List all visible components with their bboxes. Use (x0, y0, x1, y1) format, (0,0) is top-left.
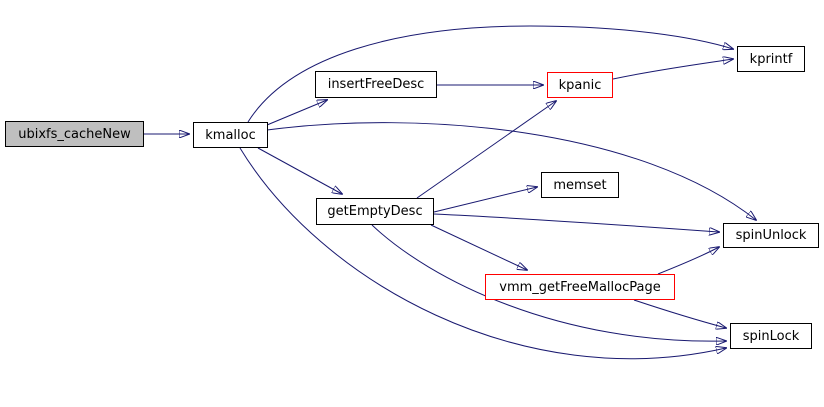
edge-kmalloc-to-spinlock (239, 147, 726, 360)
node-spinunlock[interactable]: spinUnlock (723, 223, 819, 248)
edge-getemptydesc-to-spinlock (371, 224, 726, 341)
edge-getemptydesc-to-spinunlock (433, 213, 719, 232)
node-getemptydesc[interactable]: getEmptyDesc (316, 198, 434, 225)
node-kprintf[interactable]: kprintf (737, 46, 805, 72)
edge-kmalloc-to-spinunlock (266, 122, 756, 220)
edge-kmalloc-to-kprintf (247, 25, 733, 123)
edge-vmm-getfreemallocpage-to-spinunlock (657, 247, 719, 275)
edge-getemptydesc-to-vmm-getfreemallocpage (430, 224, 527, 270)
node-spinlock[interactable]: spinLock (730, 323, 812, 349)
edge-kmalloc-to-getemptydesc (257, 147, 342, 194)
edge-getemptydesc-to-kpanic (416, 101, 556, 199)
node-kmalloc[interactable]: kmalloc (193, 122, 268, 148)
node-memset[interactable]: memset (541, 172, 619, 198)
edge-vmm-getfreemallocpage-to-spinlock (633, 299, 726, 328)
edge-getemptydesc-to-memset (433, 187, 537, 213)
edge-kpanic-to-kprintf (612, 59, 733, 80)
node-ubixfs-cachenew[interactable]: ubixfs_cacheNew (5, 121, 144, 147)
node-vmm-getfreemallocpage[interactable]: vmm_getFreeMallocPage (485, 274, 675, 300)
node-insertfreedesc[interactable]: insertFreeDesc (315, 71, 437, 98)
edge-kmalloc-to-insertfreedesc (266, 100, 327, 126)
node-kpanic[interactable]: kpanic (547, 72, 613, 98)
